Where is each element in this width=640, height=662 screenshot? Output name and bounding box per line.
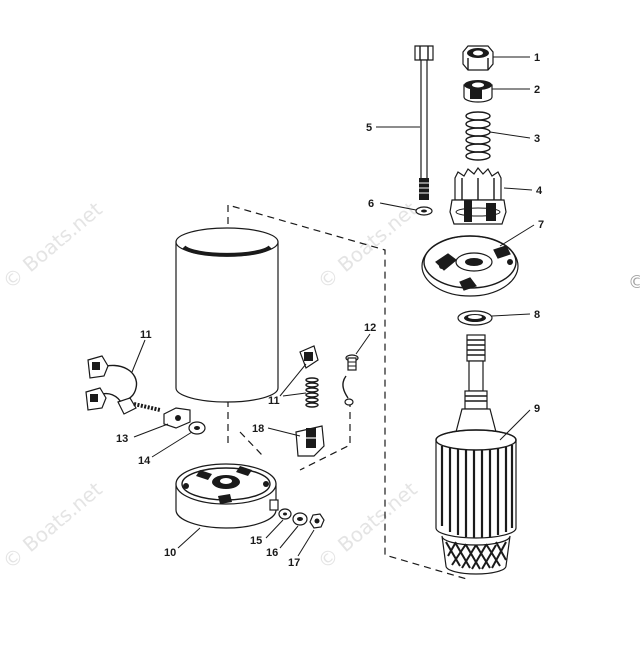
callout-11-right: 11 (268, 395, 280, 407)
terminal-hardware (278, 508, 325, 529)
callout-7: 7 (538, 219, 544, 231)
assembly-dashed-lines (227, 204, 471, 581)
callout-6: 6 (368, 198, 374, 210)
callout-3: 3 (534, 133, 540, 145)
callout-12: 12 (364, 322, 376, 334)
thrust-washer (457, 310, 493, 326)
callout-17: 17 (288, 557, 300, 569)
commutator-end-head (175, 463, 279, 529)
small-washer (415, 206, 433, 216)
collar (463, 80, 493, 103)
insulator (163, 407, 191, 429)
callout-5: 5 (366, 122, 372, 134)
callout-10: 10 (164, 547, 176, 559)
callout-11-left: 11 (140, 329, 152, 341)
field-frame (175, 227, 279, 403)
brush-holder (295, 425, 325, 457)
callout-8: 8 (534, 309, 540, 321)
callout-1: 1 (534, 52, 540, 64)
edge-copyright-mark: © (628, 272, 640, 293)
watermark-3: © Boats.net (0, 477, 107, 574)
callout-14: 14 (138, 455, 151, 467)
callout-4: 4 (536, 185, 543, 197)
callout-18: 18 (252, 423, 264, 435)
brush-lead-assembly (85, 355, 161, 415)
insulating-washer (188, 421, 206, 435)
drive-end-head (421, 235, 519, 297)
lead-screw (342, 354, 359, 406)
armature (435, 334, 517, 575)
watermark-4: © Boats.net (313, 477, 422, 574)
drive-pinion (449, 166, 507, 225)
leader-lines (131, 56, 535, 557)
callout-2: 2 (534, 84, 540, 96)
brushes-and-spring (299, 345, 319, 408)
nut (462, 45, 494, 71)
watermark-2: © Boats.net (313, 197, 422, 294)
watermark-1: © Boats.net (0, 197, 107, 294)
through-bolt (414, 45, 434, 200)
callouts: 1 2 3 4 5 6 7 8 9 10 11 11 12 13 14 15 1… (116, 52, 544, 569)
callout-15: 15 (250, 535, 262, 547)
callout-16: 16 (266, 547, 278, 559)
callout-9: 9 (534, 403, 540, 415)
callout-13: 13 (116, 433, 128, 445)
spring (465, 111, 491, 161)
